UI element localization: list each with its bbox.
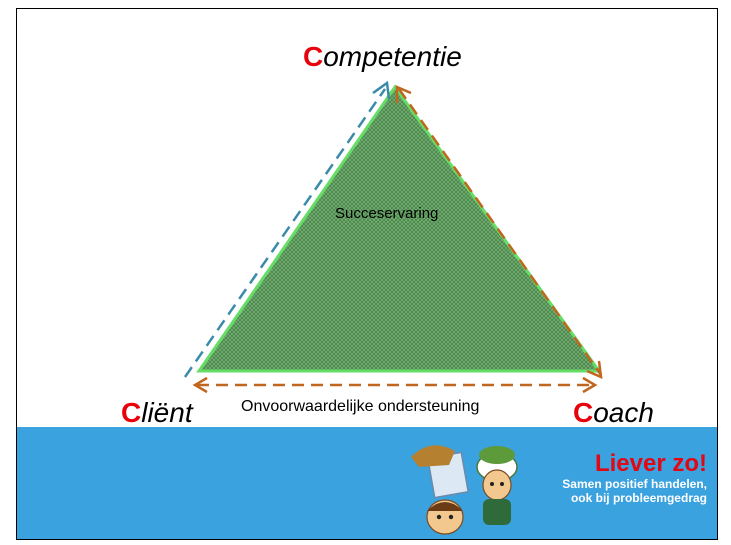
client-competence-arrow	[183, 88, 387, 378]
success-label: Succeservaring	[335, 205, 439, 222]
brand-subtitle-line2: ook bij probleemgedrag	[570, 491, 707, 505]
mascot-illustration	[411, 445, 518, 535]
label-coach-text: oach	[593, 397, 654, 428]
arrowhead-bottom-left	[192, 376, 208, 394]
brand-block: Liever zo! Samen positief handelen, ook …	[557, 450, 707, 506]
brand-title: Liever zo!	[594, 450, 707, 477]
triangle-diagram	[183, 80, 603, 394]
label-coach: Coach	[573, 397, 654, 429]
support-label: Onvoorwaardelijke ondersteuning	[241, 398, 480, 415]
footer-band	[17, 427, 717, 539]
slide: Competentie Cliënt Coach Succeservaring …	[16, 8, 718, 540]
brand-subtitle-line1: Samen positief handelen,	[562, 477, 707, 491]
arrowhead-top-right	[395, 85, 412, 103]
arrowhead-bottom-right	[586, 360, 603, 380]
label-client: Cliënt	[121, 397, 193, 429]
label-competentie-cap: C	[303, 41, 324, 72]
label-competentie-text: ompetentie	[323, 41, 462, 72]
label-competentie: Competentie	[303, 41, 462, 73]
arrowhead-bottom-right-2	[582, 376, 598, 394]
success-triangle	[196, 84, 602, 373]
label-client-cap: C	[121, 397, 142, 428]
arrowhead-up-left	[372, 80, 391, 100]
label-client-text: liënt	[141, 397, 193, 428]
label-coach-cap: C	[573, 397, 594, 428]
competence-coach-arrow	[397, 88, 603, 376]
